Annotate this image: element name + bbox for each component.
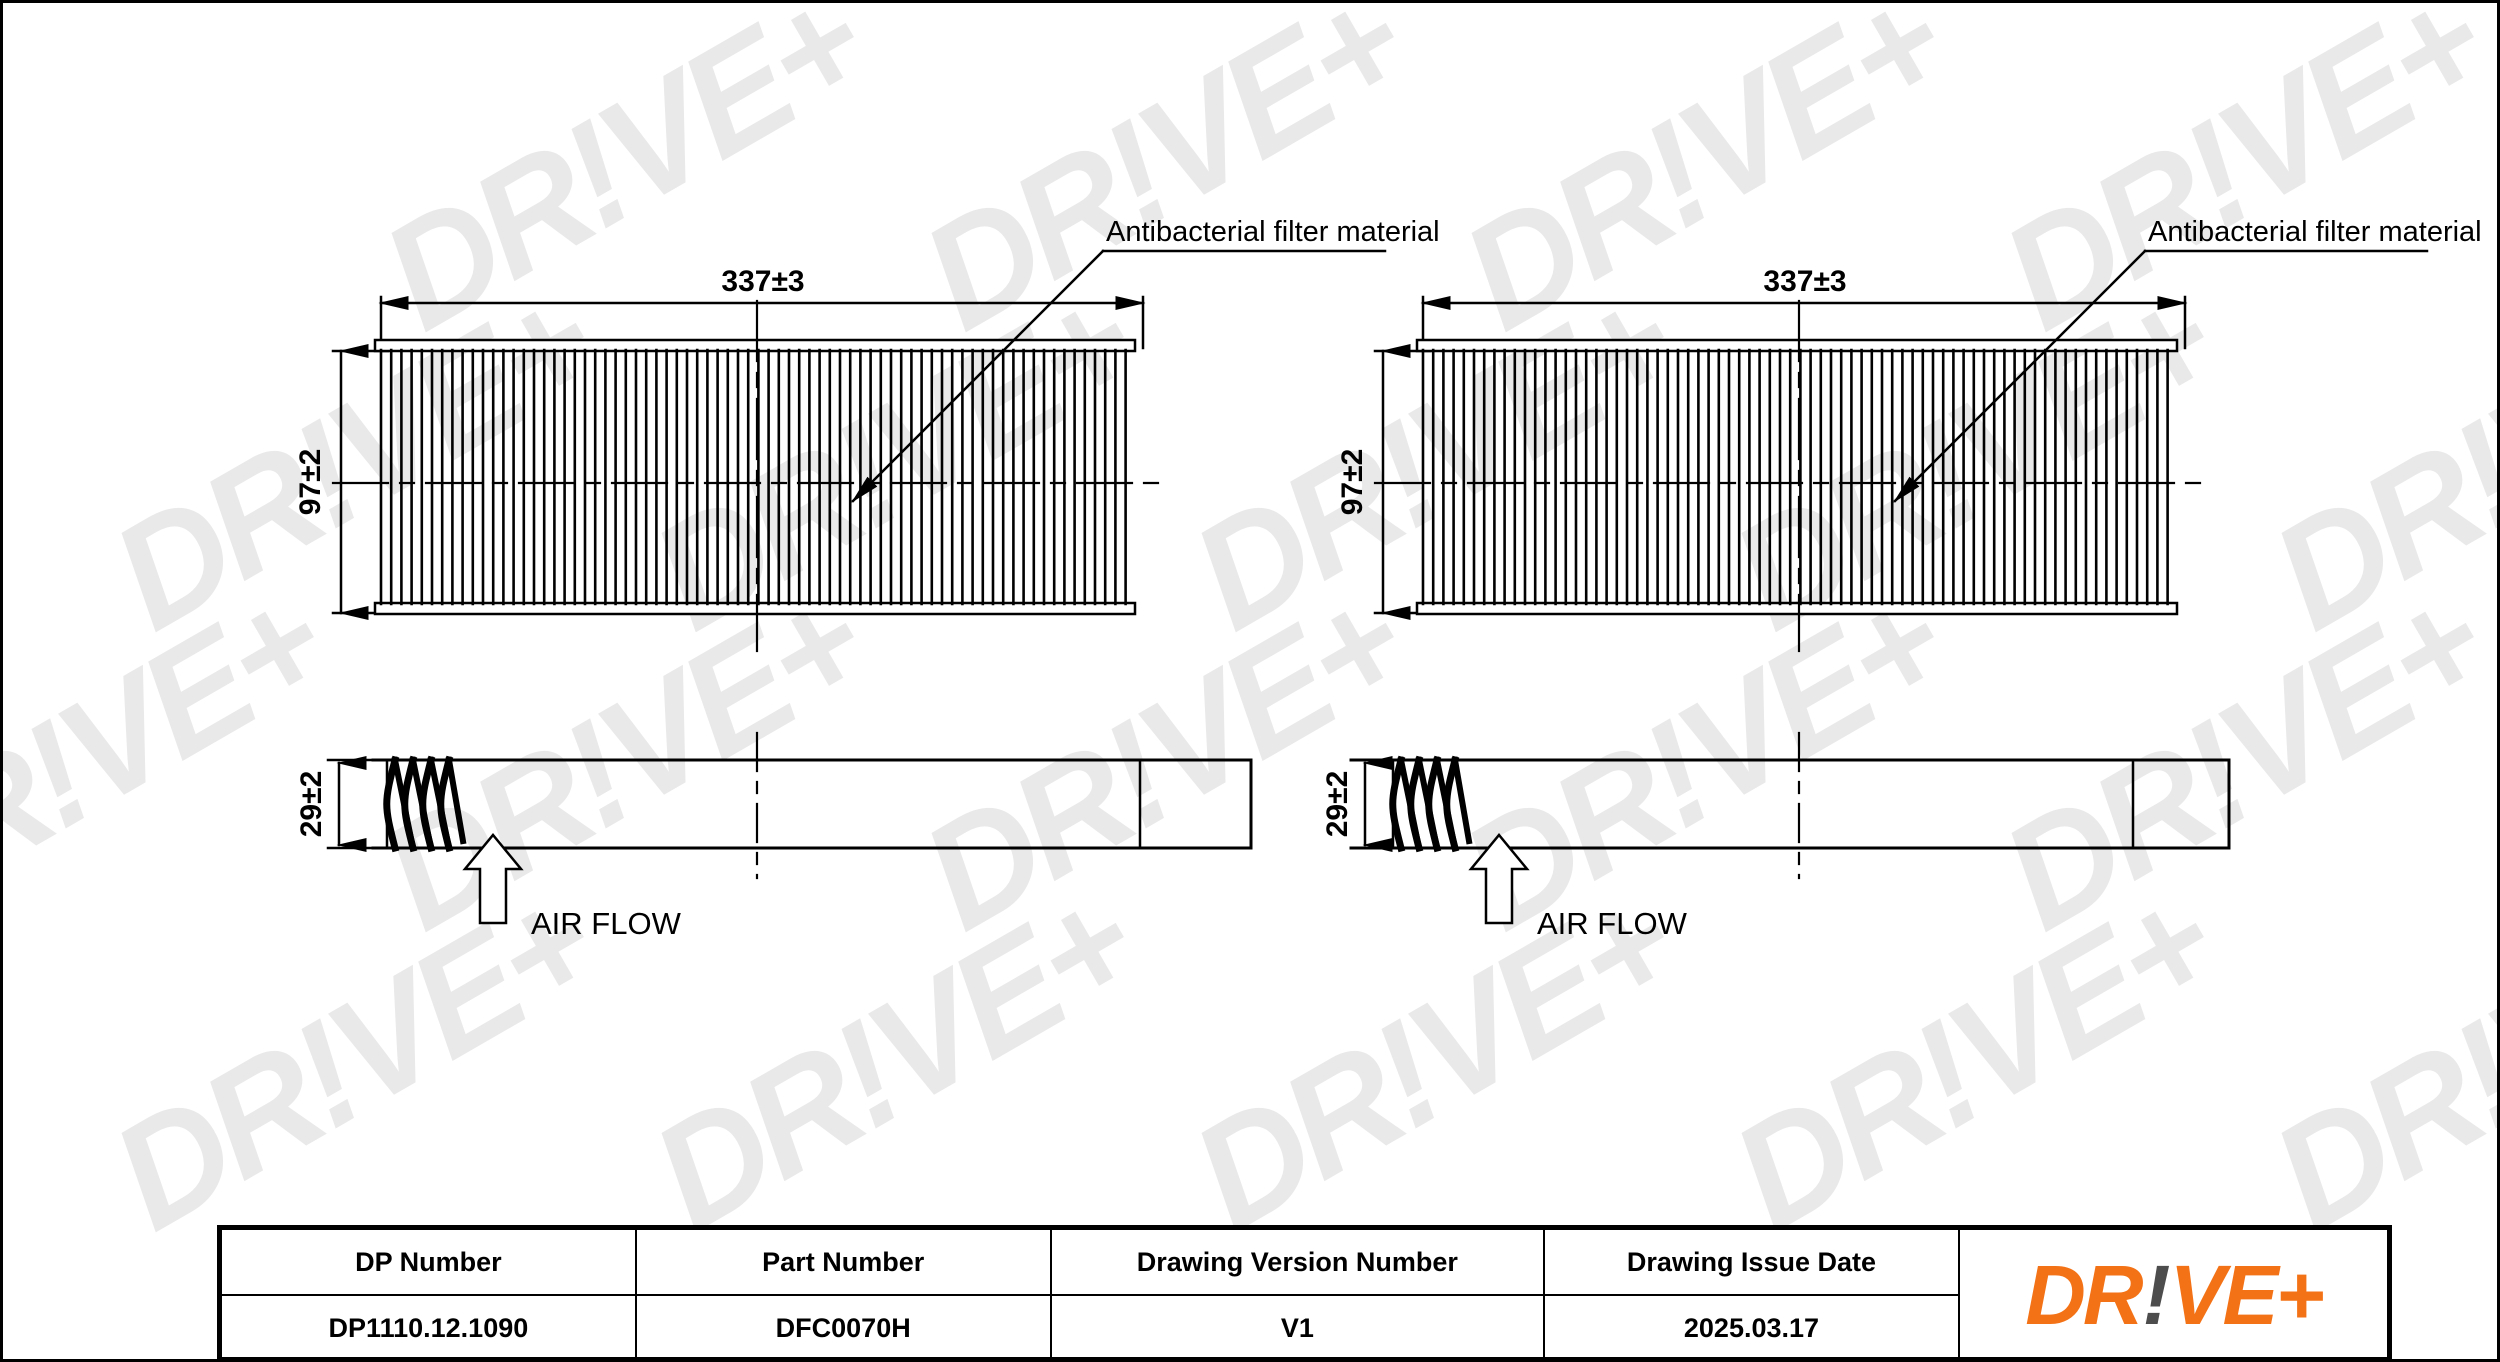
logo-dr-text: DR [2025, 1248, 2143, 1342]
logo-exclamation-icon: ! [2142, 1248, 2171, 1342]
logo-ve-text: VE [2169, 1248, 2279, 1342]
value-part-number: DFC0070H [634, 1294, 1052, 1359]
brand-logo: DR!VE+ [1960, 1230, 2387, 1359]
title-block: DP Number Part Number Drawing Version Nu… [217, 1225, 2392, 1359]
value-dp-number: DP1110.12.1090 [220, 1294, 637, 1359]
left-annotation-label: Antibacterial filter material [1106, 216, 1440, 248]
brand-logo-cell: DR!VE+ [1957, 1228, 2390, 1359]
left-width-dimension-label: 337±3 [721, 265, 804, 298]
right-front-view [1373, 249, 2429, 653]
header-dp-number: DP Number [220, 1228, 637, 1296]
header-drawing-version: Drawing Version Number [1049, 1228, 1546, 1296]
header-issue-date: Drawing Issue Date [1543, 1228, 1960, 1296]
left-side-view [326, 731, 1253, 925]
right-height-dimension-label: 97±2 [1336, 449, 1369, 516]
header-part-number: Part Number [634, 1228, 1052, 1296]
right-side-view [1349, 731, 2231, 925]
value-drawing-version: V1 [1049, 1294, 1546, 1359]
right-width-dimension-label: 337±3 [1763, 265, 1846, 298]
technical-drawing-svg: 337±3 97±2 Antibacterial filter material… [294, 216, 2482, 941]
right-annotation-label: Antibacterial filter material [2148, 216, 2482, 248]
title-block-table: DP Number Part Number Drawing Version Nu… [220, 1228, 2390, 1359]
value-issue-date: 2025.03.17 [1543, 1294, 1960, 1359]
title-block-value-row: DP1110.12.1090 DFC0070H V1 2025.03.17 [220, 1294, 2388, 1359]
brand-logo-text: DR!VE+ [2025, 1248, 2325, 1342]
right-air-flow-label: AIR FLOW [1537, 906, 1688, 941]
left-height-dimension-label: 97±2 [294, 449, 327, 516]
left-air-flow-label: AIR FLOW [531, 906, 682, 941]
left-side-height-dimension-label: 29±2 [295, 771, 328, 838]
right-side-height-dimension-label: 29±2 [1321, 771, 1354, 838]
logo-plus-icon: + [2275, 1248, 2325, 1342]
drawing-layer: 337±3 97±2 Antibacterial filter material… [3, 3, 2497, 1359]
title-block-header-row: DP Number Part Number Drawing Version Nu… [220, 1228, 2390, 1359]
left-front-view [331, 249, 1387, 653]
